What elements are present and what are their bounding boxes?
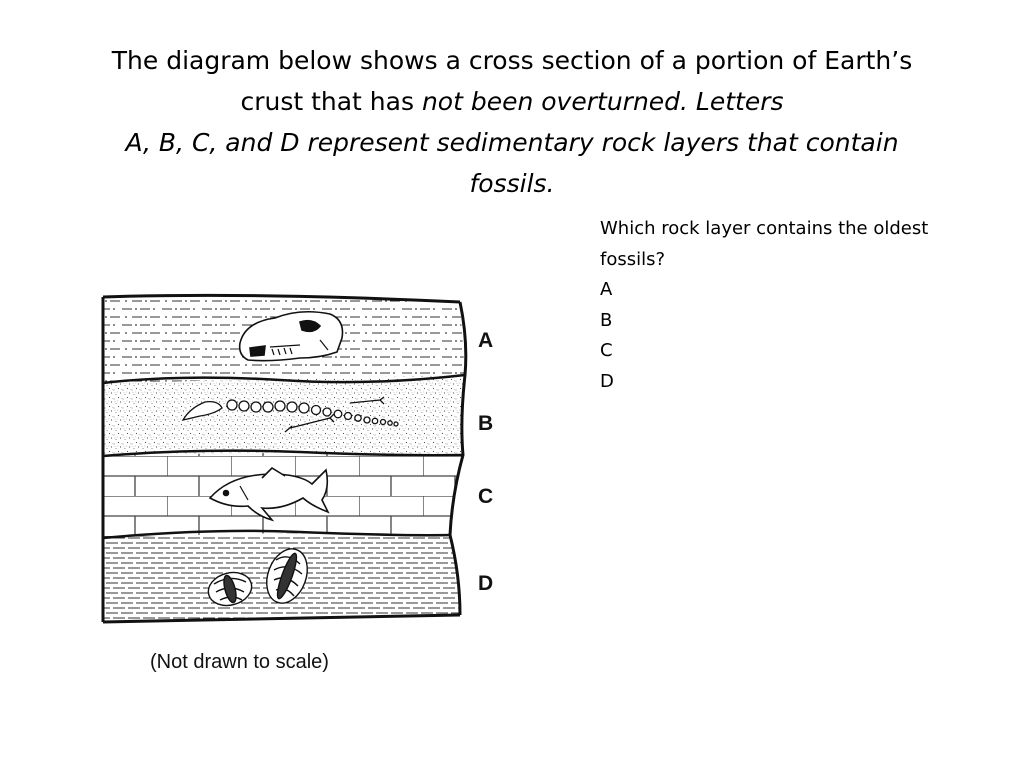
answer-option-d[interactable]: D [600,367,930,398]
layer-c [103,453,463,538]
title-line-4-italic: fossils. [469,169,554,198]
page-title: The diagram below shows a cross section … [40,40,984,204]
title-line-3-italic: A, B, C, and D represent sedimentary roc… [125,128,898,157]
title-line-3: A, B, C, and D represent sedimentary roc… [40,122,984,163]
title-line-2: crust that has not been overturned. Lett… [40,81,984,122]
rock-cross-section-diagram: A B C D (Not drawn to scale) [95,290,515,685]
layer-label-d: D [478,572,493,595]
diagram-caption: (Not drawn to scale) [150,651,329,673]
title-line-2-italic: not been overturned. Letters [422,87,784,116]
layer-d [103,533,460,622]
layer-a [103,295,465,383]
layer-label-b: B [478,412,493,435]
answer-option-a[interactable]: A [600,275,930,306]
title-line-2-plain: crust that has [240,87,422,116]
answer-option-c[interactable]: C [600,336,930,367]
layer-label-c: C [478,485,493,508]
layer-b [103,375,465,456]
question-block: Which rock layer contains the oldest fos… [600,214,930,397]
question-prompt: Which rock layer contains the oldest fos… [600,214,930,275]
layer-label-a: A [478,329,493,352]
answer-option-b[interactable]: B [600,306,930,337]
title-line-4: fossils. [40,163,984,204]
title-line-1: The diagram below shows a cross section … [40,40,984,81]
